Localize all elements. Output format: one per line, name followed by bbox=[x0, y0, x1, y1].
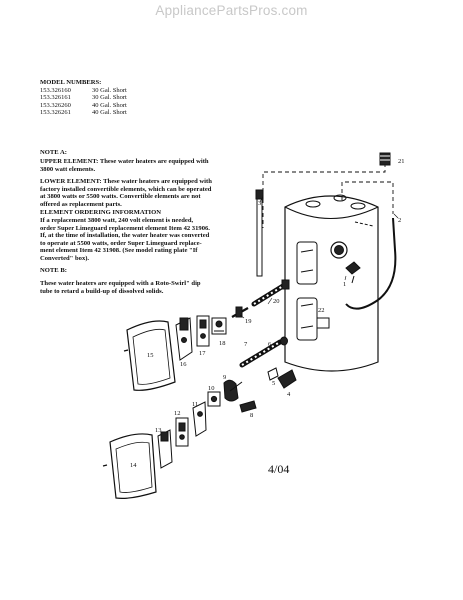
upper-access-cover bbox=[126, 320, 176, 391]
callout-5: 5 bbox=[272, 380, 275, 387]
upper-element-line: UPPER ELEMENT: These water heaters are e… bbox=[40, 158, 209, 165]
callout-12: 12 bbox=[174, 410, 181, 417]
upper-element bbox=[251, 279, 290, 307]
lower-mounting-bracket bbox=[157, 429, 173, 469]
callout-labels: 1 2 3 4 5 6 7 8 9 10 11 12 13 14 15 16 1… bbox=[130, 158, 405, 469]
note-b-heading: NOTE B: bbox=[40, 267, 67, 274]
model-capacity: 40 Gal. Short bbox=[92, 101, 127, 109]
nipple-fitting bbox=[379, 152, 391, 166]
model-capacity: 30 Gal. Short bbox=[92, 87, 127, 94]
ordering-line: to operate at 5500 watts, order Super Li… bbox=[40, 239, 202, 247]
lower-element bbox=[239, 339, 283, 368]
callout-7: 7 bbox=[244, 341, 248, 348]
callout-17: 17 bbox=[199, 350, 206, 357]
callout-3: 3 bbox=[258, 200, 261, 207]
note-a-heading: NOTE A: bbox=[40, 149, 67, 156]
ordering-line: Converted" box). bbox=[40, 254, 90, 262]
ordering-line: ment element Item 42 31908. (See model r… bbox=[40, 247, 198, 254]
lower-thermostat bbox=[207, 391, 221, 407]
callout-18: 18 bbox=[219, 340, 226, 347]
model-numbers-heading: MODEL NUMBERS: bbox=[40, 79, 102, 86]
callout-6: 6 bbox=[268, 341, 272, 348]
thermostat-housing bbox=[196, 315, 210, 347]
callout-10: 10 bbox=[208, 385, 215, 392]
ordering-line: If a replacement 3800 watt, 240 volt ele… bbox=[40, 217, 194, 224]
note-b-line: These water heaters are equipped with a … bbox=[40, 280, 201, 287]
ordering-line: order Super Limeguard replacement elemen… bbox=[40, 224, 210, 232]
note-b-line: tube to retard a build-up of dissolved s… bbox=[40, 287, 164, 295]
upper-element-line: 3800 watt elements. bbox=[40, 165, 96, 173]
lower-element-line: LOWER ELEMENT: These water heaters are e… bbox=[40, 178, 212, 185]
drain-valve bbox=[267, 367, 297, 389]
lower-thermostat-body bbox=[175, 417, 189, 447]
ordering-line: If, at the time of installation, the wat… bbox=[40, 232, 210, 239]
lower-thermostat-bracket bbox=[192, 401, 207, 437]
callout-21: 21 bbox=[398, 158, 405, 165]
dashed-leaders bbox=[262, 158, 394, 228]
lower-element-line: at 3800 watts or 5500 watts. Convertible… bbox=[40, 193, 201, 200]
thermostat-bracket bbox=[175, 317, 193, 361]
callout-8: 8 bbox=[250, 412, 253, 419]
callout-15: 15 bbox=[147, 352, 154, 359]
relief-hose bbox=[345, 217, 397, 310]
watermark: AppliancePartsPros.com bbox=[155, 3, 308, 18]
lower-element-line: offered as replacement parts. bbox=[40, 200, 122, 208]
gasket bbox=[280, 336, 288, 346]
callout-19: 19 bbox=[245, 318, 252, 325]
callout-2: 2 bbox=[398, 217, 401, 224]
dip-tube bbox=[255, 189, 264, 277]
callout-13: 13 bbox=[155, 427, 162, 434]
upper-thermostat bbox=[211, 317, 227, 335]
lower-element-line: factory installed convertible elements, … bbox=[40, 185, 212, 193]
callout-14: 14 bbox=[130, 462, 137, 469]
model-number: 153.326160 bbox=[40, 87, 71, 94]
callout-4: 4 bbox=[287, 391, 291, 398]
lower-bracket-clip bbox=[239, 400, 257, 413]
callout-1: 1 bbox=[343, 281, 346, 288]
callout-20: 20 bbox=[273, 298, 280, 305]
callout-9: 9 bbox=[223, 374, 226, 381]
thermostat-insulation bbox=[223, 379, 243, 402]
model-number: 153.326161 bbox=[40, 94, 71, 102]
callout-16: 16 bbox=[180, 361, 187, 368]
lower-access-cover bbox=[109, 433, 157, 499]
model-capacity: 30 Gal. Short bbox=[92, 94, 127, 102]
callout-11: 11 bbox=[192, 401, 198, 408]
callout-22: 22 bbox=[318, 307, 325, 314]
element-ordering-heading: ELEMENT ORDERING INFORMATION bbox=[40, 209, 162, 216]
bolt bbox=[231, 306, 249, 318]
revision-date: 4/04 bbox=[268, 462, 290, 476]
tank bbox=[284, 194, 379, 372]
model-capacity: 40 Gal. Short bbox=[92, 109, 127, 117]
model-number: 153.326261 bbox=[40, 109, 71, 117]
model-number: 153.326260 bbox=[40, 101, 71, 109]
